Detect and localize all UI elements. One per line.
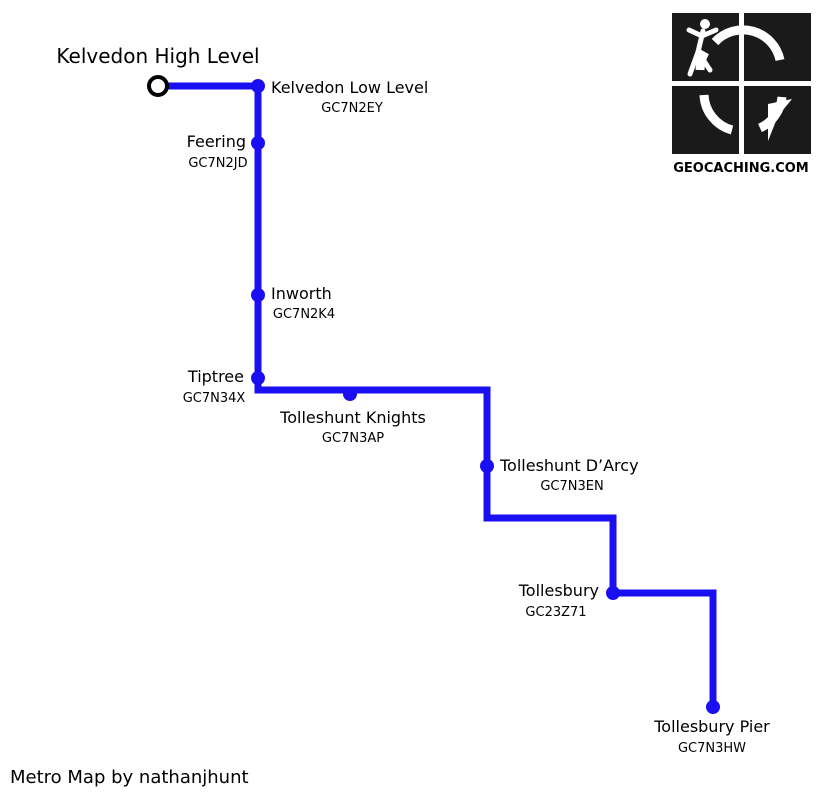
station-code-tolleshunt-knights: GC7N3AP	[322, 431, 384, 446]
station-code-tollesbury: GC23Z71	[525, 605, 586, 620]
station-code-kelvedon-low-level: GC7N2EY	[321, 101, 383, 116]
station-name-tiptree: Tiptree	[187, 367, 244, 386]
station-markers	[147, 75, 720, 714]
station-code-tollesbury-pier: GC7N3HW	[678, 741, 746, 756]
map-credit: Metro Map by nathanjhunt	[10, 767, 249, 788]
station-marker-tollesbury-pier[interactable]	[706, 700, 720, 714]
station-code-feering: GC7N2JD	[188, 156, 247, 171]
station-marker-tolleshunt-knights[interactable]	[343, 387, 357, 401]
station-name-inworth: Inworth	[271, 284, 332, 303]
logo-text: GEOCACHING.COM	[673, 161, 808, 176]
station-labels: Kelvedon High Level Kelvedon Low Level G…	[56, 44, 770, 756]
station-marker-kelvedon-low-level[interactable]	[251, 79, 265, 93]
station-code-inworth: GC7N2K4	[273, 307, 335, 322]
station-name-feering: Feering	[187, 132, 246, 151]
station-name-tollesbury-pier: Tollesbury Pier	[653, 717, 770, 736]
route-line	[158, 82, 717, 705]
station-marker-tollesbury[interactable]	[606, 586, 620, 600]
station-name-kelvedon-low-level: Kelvedon Low Level	[271, 78, 428, 97]
station-marker-feering[interactable]	[251, 136, 265, 150]
station-name-tolleshunt-darcy: Tolleshunt D’Arcy	[499, 456, 639, 475]
station-marker-inworth[interactable]	[251, 288, 265, 302]
station-marker-tiptree[interactable]	[251, 371, 265, 385]
station-code-tiptree: GC7N34X	[183, 391, 246, 406]
station-name-tollesbury: Tollesbury	[518, 581, 599, 600]
station-name-tolleshunt-knights: Tolleshunt Knights	[279, 408, 426, 427]
station-code-tolleshunt-darcy: GC7N3EN	[540, 479, 603, 494]
station-marker-kelvedon-high-level[interactable]	[147, 75, 169, 97]
station-name-kelvedon-high-level: Kelvedon High Level	[56, 44, 259, 68]
station-marker-tolleshunt-darcy[interactable]	[480, 459, 494, 473]
geocaching-logo-icon: GEOCACHING.COM	[672, 13, 811, 176]
